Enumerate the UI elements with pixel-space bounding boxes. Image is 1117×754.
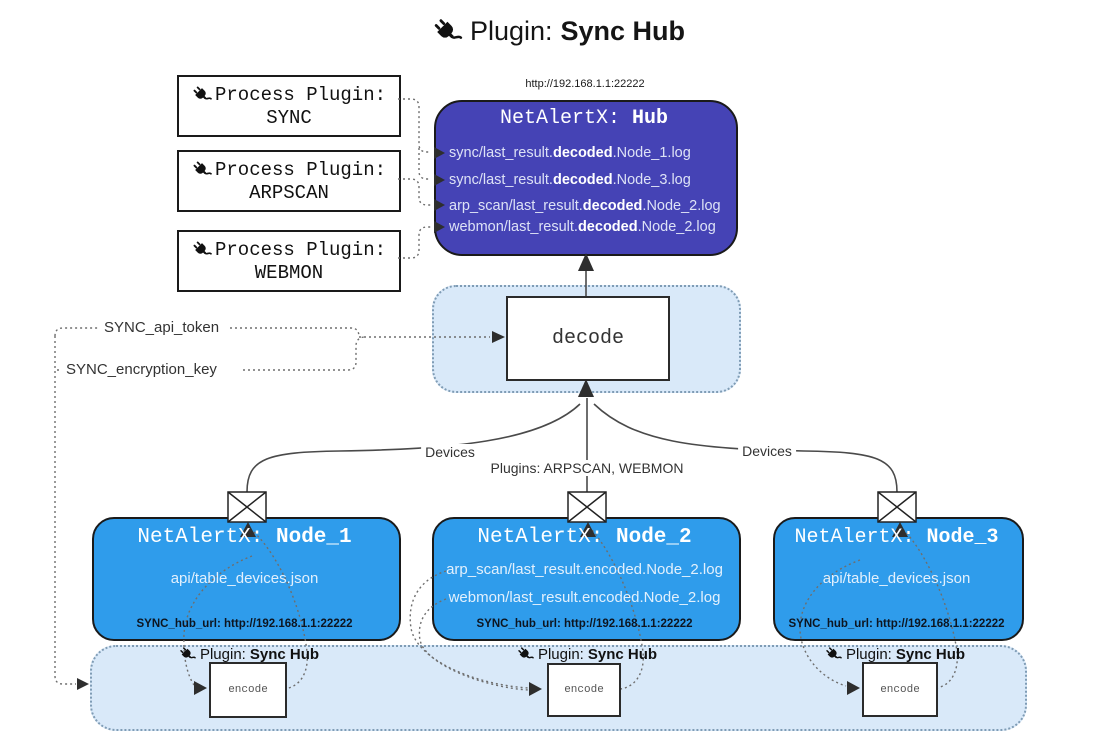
encode-box: encode [862, 662, 938, 717]
plug-icon [825, 646, 842, 663]
hub-log-line: sync/last_result.decoded.Node_1.log [449, 145, 691, 161]
config-api-token-label: SYNC_api_token [100, 319, 224, 336]
node-file: arp_scan/last_result.encoded.Node_2.log [446, 561, 723, 578]
process-plugin-label: Process Plugin: [214, 83, 387, 106]
edge-label-devices-left: Devices [421, 444, 479, 460]
node-title: NetAlertX: Node_1 [137, 526, 352, 549]
encode-plugin-label: Plugin:Sync Hub [825, 646, 965, 663]
node-hub-url: SYNC_hub_url: http://192.168.1.1:22222 [476, 618, 693, 630]
process-plugin-name: SYNC [266, 106, 312, 129]
process-plugin-name: ARPSCAN [249, 181, 329, 204]
hub-title: NetAlertX: Hub [434, 107, 734, 130]
config-encryption-key-label: SYNC_encryption_key [62, 361, 221, 378]
hub-title-name: Hub [632, 107, 669, 130]
hub-url-label: http://192.168.1.1:22222 [525, 78, 645, 90]
node-file: api/table_devices.json [822, 570, 971, 587]
encode-box: encode [209, 662, 287, 718]
edge-label-plugins: Plugins: ARPSCAN, WEBMON [486, 460, 688, 476]
process-plugin-box-webmon: Process Plugin: WEBMON [177, 230, 401, 292]
page-title-label: Plugin: [469, 16, 553, 46]
hub-title-label: NetAlertX: [499, 107, 620, 130]
node-title: NetAlertX: Node_3 [794, 526, 999, 549]
node-title: NetAlertX: Node_2 [477, 526, 692, 549]
plug-icon [432, 17, 462, 47]
page-title: Plugin: Sync Hub [432, 16, 685, 47]
plug-icon [192, 160, 212, 180]
hub-log-line: arp_scan/last_result.decoded.Node_2.log [449, 198, 721, 214]
encode-plugin-label: Plugin:Sync Hub [517, 646, 657, 663]
plug-icon [517, 646, 534, 663]
hub-log-line: sync/last_result.decoded.Node_3.log [449, 172, 691, 188]
process-plugin-box-arpscan: Process Plugin: ARPSCAN [177, 150, 401, 212]
plug-icon [192, 240, 212, 260]
hub-log-line: webmon/last_result.decoded.Node_2.log [449, 219, 716, 235]
node-file: webmon/last_result.encoded.Node_2.log [448, 589, 721, 606]
node-hub-url: SYNC_hub_url: http://192.168.1.1:22222 [788, 618, 1005, 630]
process-plugin-label: Process Plugin: [214, 158, 387, 181]
node-hub-url: SYNC_hub_url: http://192.168.1.1:22222 [136, 618, 353, 630]
node-file: api/table_devices.json [170, 570, 319, 587]
plug-icon [192, 85, 212, 105]
process-plugin-name: WEBMON [254, 261, 324, 284]
edge-label-devices-right: Devices [738, 443, 796, 459]
plug-icon [179, 646, 196, 663]
process-plugin-box-sync: Process Plugin: SYNC [177, 75, 401, 137]
process-plugin-label: Process Plugin: [214, 238, 387, 261]
encode-box: encode [547, 663, 621, 717]
encode-plugin-label: Plugin:Sync Hub [179, 646, 319, 663]
decode-box: decode [506, 296, 670, 381]
page-title-name: Sync Hub [560, 16, 686, 46]
